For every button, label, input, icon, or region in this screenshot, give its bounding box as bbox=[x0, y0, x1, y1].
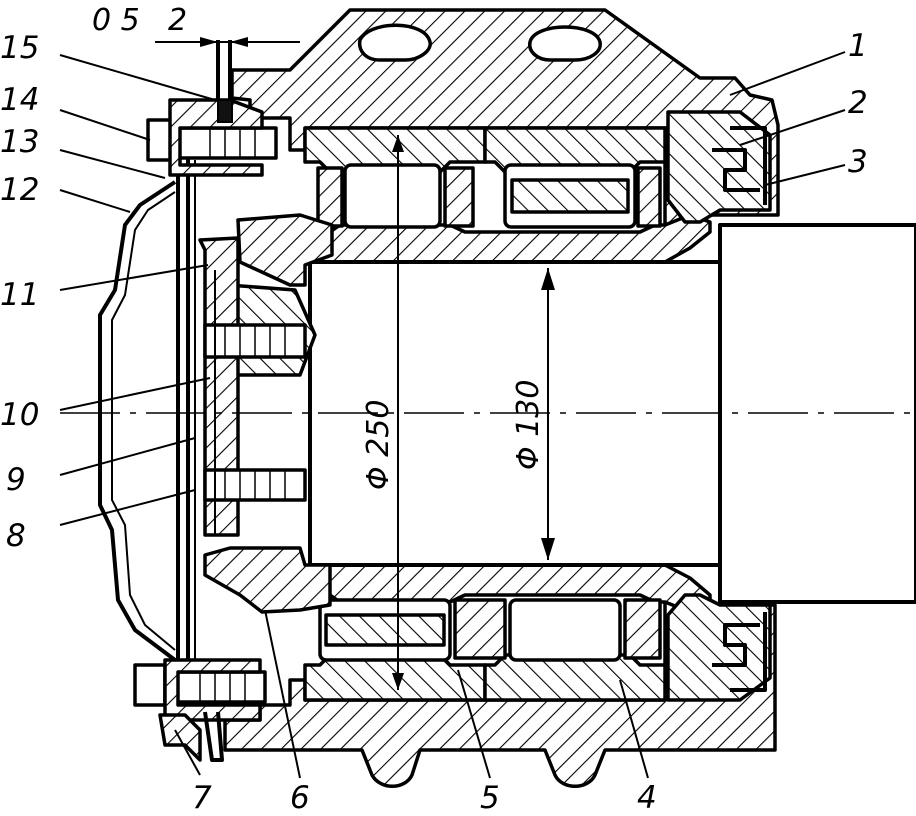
cage-upper-mid bbox=[443, 166, 475, 228]
dim-130-arrow-bottom bbox=[541, 538, 555, 560]
label-4: 4 bbox=[637, 780, 657, 816]
label-10: 10 bbox=[0, 397, 39, 433]
bolt-flange-lower bbox=[163, 658, 262, 722]
roller-upper-right-hatch bbox=[510, 178, 630, 214]
clamp-ring-lower bbox=[203, 546, 332, 614]
oil-hole-15 bbox=[216, 40, 232, 100]
housing-upper-lugs-2 bbox=[528, 25, 602, 62]
bolt-8-threads bbox=[224, 470, 286, 500]
label-13: 13 bbox=[0, 124, 39, 160]
bolt-14-threads bbox=[209, 128, 256, 158]
label-11: 11 bbox=[0, 277, 39, 313]
roller-lower-right bbox=[508, 598, 622, 662]
clamp-ring-upper bbox=[236, 213, 334, 287]
label-8: 8 bbox=[6, 518, 26, 554]
oil-hole-plug bbox=[217, 99, 233, 123]
labyrinth-grooves-lower bbox=[712, 612, 767, 692]
cage-upper-right bbox=[636, 166, 662, 228]
labyrinth-grooves-upper bbox=[712, 126, 767, 205]
label-3: 3 bbox=[848, 144, 868, 180]
dim-gap-a: 0 5 bbox=[92, 3, 140, 38]
bolt-flange-upper bbox=[168, 98, 264, 177]
label-9: 9 bbox=[6, 462, 26, 498]
seal-7-lip bbox=[203, 711, 224, 762]
label-14: 14 bbox=[0, 82, 39, 118]
dim-250-arrow-top bbox=[392, 135, 404, 152]
dim-gap-b: 2 bbox=[168, 3, 187, 38]
dim-outer-diameter: Φ 250 bbox=[361, 400, 396, 490]
cage-lower-mid bbox=[453, 598, 507, 660]
dim-bore-diameter: Φ 130 bbox=[511, 380, 546, 470]
bolt-10-threads bbox=[224, 325, 286, 357]
labyrinth-seal-upper bbox=[666, 110, 772, 224]
bolt-14-body bbox=[174, 126, 278, 160]
cover-plate bbox=[176, 145, 190, 720]
label-2: 2 bbox=[848, 85, 868, 121]
label-7: 7 bbox=[192, 780, 212, 816]
labyrinth-seal-lower bbox=[666, 593, 772, 702]
label-12: 12 bbox=[0, 172, 39, 208]
dim-130-arrow-top bbox=[541, 268, 555, 290]
label-5: 5 bbox=[480, 780, 500, 816]
end-cap-plate-upper bbox=[198, 236, 240, 537]
roller-upper-left bbox=[343, 163, 442, 229]
label-6: 6 bbox=[290, 780, 310, 816]
dust-cap-inner bbox=[111, 191, 176, 651]
bolt-lower-head bbox=[133, 663, 167, 707]
gap-arrow-right bbox=[230, 37, 248, 47]
gap-arrow-left bbox=[200, 37, 218, 47]
cage-upper-left bbox=[316, 166, 344, 228]
label-1: 1 bbox=[848, 28, 868, 64]
leader-lines bbox=[59, 51, 846, 779]
cage-lower-right bbox=[623, 598, 662, 660]
roller-lower-left-hatch bbox=[324, 613, 446, 647]
dim-250-arrow-bottom bbox=[392, 673, 404, 690]
dust-cap bbox=[98, 180, 177, 662]
housing-upper-lugs bbox=[357, 23, 432, 62]
bolt-lower-threads bbox=[199, 672, 246, 702]
label-15: 15 bbox=[0, 30, 39, 66]
